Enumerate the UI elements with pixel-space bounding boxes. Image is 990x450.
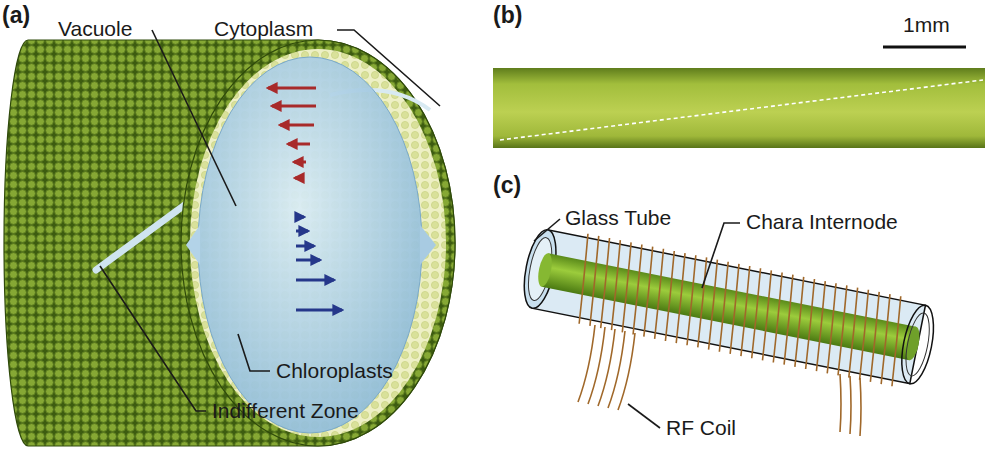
- coil-turn: [700, 260, 726, 350]
- rf-coil: [570, 234, 909, 387]
- part-label: Vacuole: [58, 16, 132, 41]
- coil-turn: [678, 255, 704, 345]
- coil-turn: [862, 292, 888, 382]
- part-label: Cytoplasm: [214, 16, 313, 41]
- coil-turn: [581, 236, 607, 326]
- part-label: Chara Internode: [746, 209, 898, 234]
- coil-turn: [775, 275, 801, 365]
- coil-turn: [613, 242, 639, 332]
- coil-turn: [754, 270, 780, 360]
- part-label: Chloroplasts: [276, 358, 393, 383]
- coil-turn: [829, 285, 855, 375]
- coil-turn: [592, 238, 618, 328]
- coil-turn: [624, 244, 650, 334]
- coil-turn: [840, 288, 866, 378]
- coil-turn: [851, 290, 877, 380]
- coil-turn: [743, 268, 769, 358]
- panel-letter: (b): [493, 2, 522, 30]
- flow-arrows: [268, 88, 342, 310]
- micrograph: [493, 47, 985, 148]
- coil-turn: [797, 279, 823, 369]
- coil-turn: [764, 273, 790, 363]
- scale-bar: [883, 46, 966, 49]
- part-label: Indifferent Zone: [212, 398, 359, 423]
- coil-turn: [872, 294, 898, 384]
- scale-label: 1mm: [903, 12, 950, 37]
- coil-turn: [657, 251, 683, 341]
- coil-turn: [808, 281, 834, 371]
- cell-cylinder: [4, 40, 455, 446]
- part-label: Glass Tube: [565, 205, 671, 230]
- coil-turn: [570, 234, 596, 324]
- coil-turn: [818, 283, 844, 373]
- glass-tube: [517, 223, 940, 392]
- coil-turn: [711, 262, 737, 352]
- panel-letter: (c): [493, 172, 521, 200]
- coil-turn: [603, 240, 629, 330]
- coil-turn: [689, 257, 715, 347]
- leader-lines: [534, 219, 740, 428]
- panel-letter: (a): [2, 2, 30, 30]
- coil-turn: [646, 249, 672, 339]
- coil-turn: [721, 264, 747, 354]
- coil-turn: [786, 277, 812, 367]
- coil-turn: [883, 296, 909, 386]
- coil-turn: [732, 266, 758, 356]
- leader-lines: [100, 30, 440, 411]
- part-label: RF Coil: [666, 415, 736, 440]
- coil-turn: [635, 247, 661, 337]
- coil-turn: [667, 253, 693, 343]
